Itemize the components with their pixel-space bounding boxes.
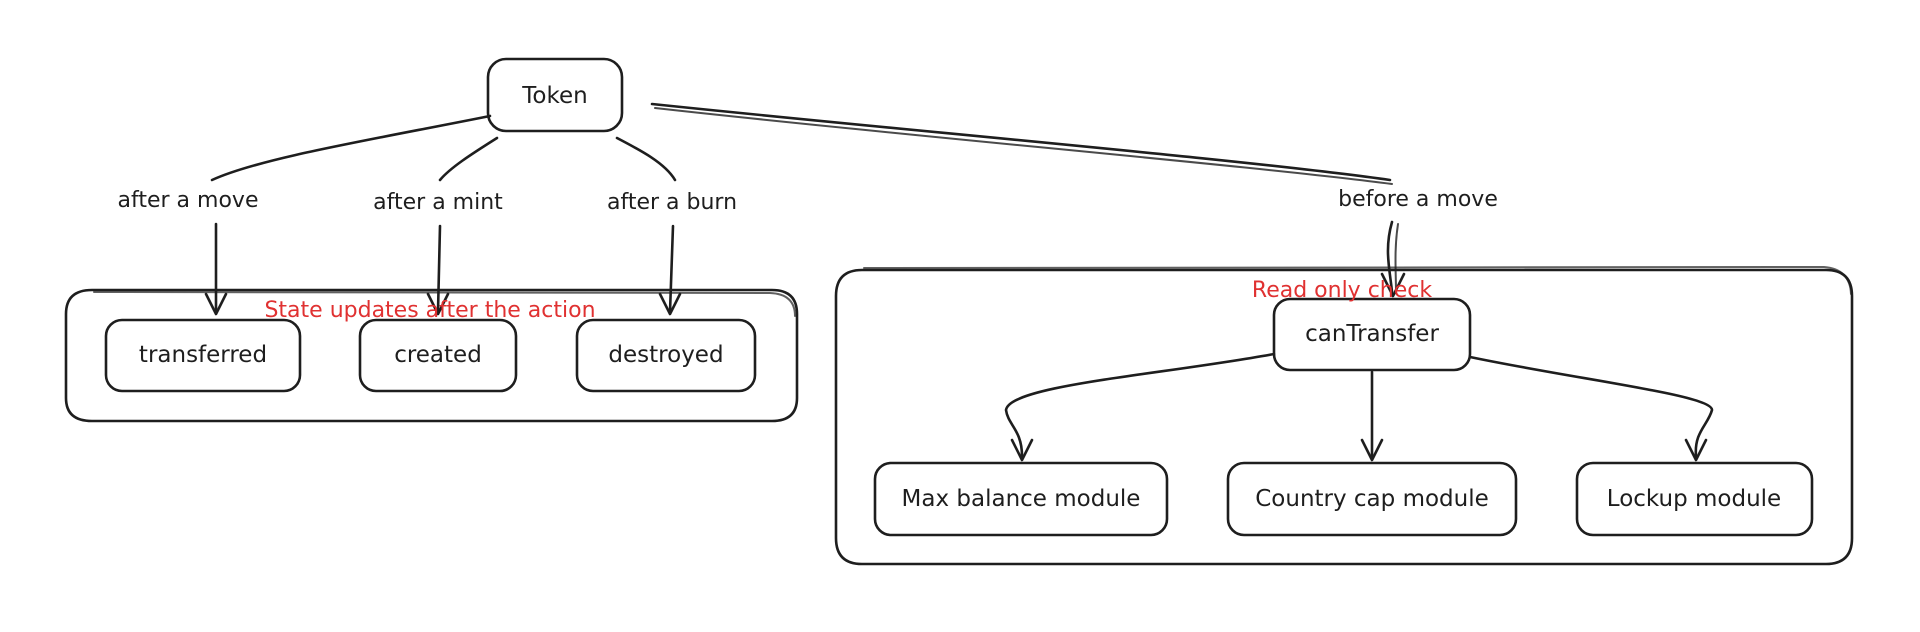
can-transfer-to-country-cap [1360, 370, 1384, 462]
after-move-arrow [204, 222, 228, 316]
after-burn-arrow [658, 224, 682, 316]
lockup-label: Lockup module [1607, 486, 1781, 512]
transferred-node: transferred [104, 318, 302, 393]
max-balance-node: Max balance module [873, 461, 1169, 537]
edge-label-before-move: before a move [1338, 187, 1498, 212]
can-transfer-node: canTransfer [1272, 297, 1472, 372]
transferred-label: transferred [139, 342, 267, 368]
edge-label-after-mint: after a mint [373, 190, 503, 215]
token-node: Token [486, 57, 624, 133]
state-updates-note: State updates after the action [264, 298, 595, 323]
max-balance-label: Max balance module [902, 486, 1141, 512]
token-label: Token [521, 83, 587, 109]
read-only-group [834, 266, 1854, 566]
state-updates-group [64, 288, 799, 423]
edge-label-after-move: after a move [118, 188, 259, 213]
can-transfer-label: canTransfer [1305, 321, 1439, 347]
country-cap-label: Country cap module [1255, 486, 1489, 512]
after-mint-arrow [426, 224, 450, 316]
edge-label-after-burn: after a burn [607, 190, 737, 215]
read-only-note: Read only check [1252, 278, 1432, 303]
token-edges [210, 102, 1393, 185]
destroyed-label: destroyed [608, 342, 723, 368]
lockup-node: Lockup module [1575, 461, 1814, 537]
before-move-arrow [1380, 220, 1406, 298]
can-transfer-to-max-balance [1004, 352, 1276, 462]
created-label: created [394, 342, 482, 368]
can-transfer-to-lockup [1468, 355, 1714, 462]
created-node: created [358, 318, 518, 393]
destroyed-node: destroyed [575, 318, 757, 393]
country-cap-node: Country cap module [1226, 461, 1518, 537]
